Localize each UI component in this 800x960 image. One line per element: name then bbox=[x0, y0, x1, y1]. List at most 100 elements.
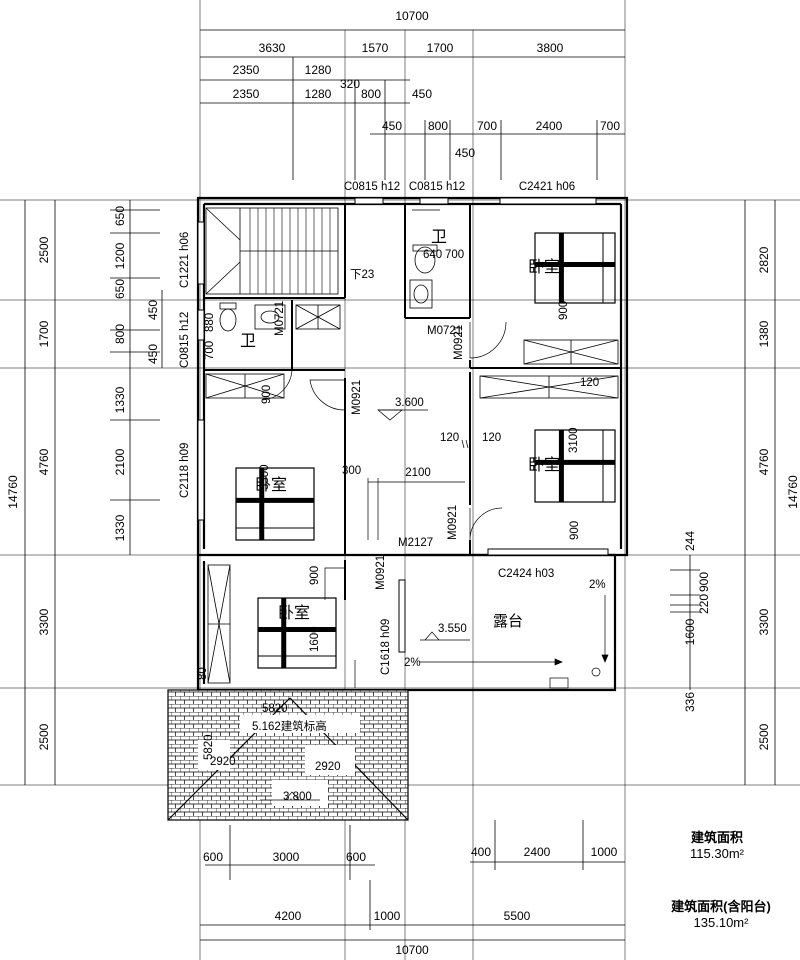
dim-label: 900 bbox=[309, 566, 321, 585]
dim-top-r4-1: 450 bbox=[382, 119, 402, 133]
slope-label: 2% bbox=[589, 579, 606, 591]
beds bbox=[235, 232, 616, 669]
dim-label: 80 bbox=[197, 667, 209, 680]
dim-right-outer: 2820 bbox=[757, 246, 771, 273]
dim-label: 120 bbox=[482, 432, 501, 444]
window-label: C0815 h12 bbox=[409, 181, 465, 193]
dim-label: 880 bbox=[204, 313, 216, 332]
dim-right-inner: 1600 bbox=[683, 618, 697, 645]
window-openings bbox=[197, 197, 609, 653]
dim-left-outer: 2500 bbox=[37, 723, 51, 750]
window-label: C1618 h09 bbox=[380, 619, 392, 675]
bed-icon bbox=[257, 597, 337, 669]
left-dimension-lines bbox=[24, 200, 163, 785]
bottom-dimension-lines bbox=[200, 820, 625, 941]
room-label-bedroom: 卧室 bbox=[278, 604, 310, 622]
dim-top-r1-2: 1570 bbox=[362, 41, 389, 55]
dim-left-inner: 650 bbox=[113, 279, 127, 299]
dim-top-r2-2: 1280 bbox=[305, 63, 332, 77]
dim-top-r4-5: 700 bbox=[600, 119, 620, 133]
bed-icon bbox=[235, 467, 315, 541]
dim-bottom-r2: 4200 bbox=[275, 909, 302, 923]
dim-bottom-r2: 1000 bbox=[374, 909, 401, 923]
dim-left-outer: 3300 bbox=[37, 608, 51, 635]
door-label: M2127 bbox=[398, 537, 433, 549]
dim-top-r1-1: 3630 bbox=[259, 41, 286, 55]
dim-left-minor: 450 bbox=[146, 300, 160, 320]
dim-top-r4-3: 700 bbox=[477, 119, 497, 133]
dim-label: 1600 bbox=[309, 626, 321, 652]
stair-down-label: 下23 bbox=[350, 269, 374, 281]
dim-left-inner: 450 bbox=[146, 344, 160, 364]
dim-right-outer: 4760 bbox=[757, 448, 771, 475]
dim-top-r3-1: 2350 bbox=[233, 87, 260, 101]
dim-label: 2100 bbox=[405, 467, 431, 479]
dim-label: 2920 bbox=[315, 761, 341, 773]
bed-icon bbox=[534, 429, 616, 503]
corridor-dims bbox=[367, 409, 469, 540]
dim-left-outer: 1700 bbox=[37, 320, 51, 347]
slope-label: 2% bbox=[404, 657, 421, 669]
dim-top-r4-2: 800 bbox=[428, 119, 448, 133]
dim-label: 300 bbox=[342, 465, 361, 477]
area-balcony-value: 135.10m² bbox=[693, 915, 749, 930]
dim-left-inner: 650 bbox=[113, 206, 127, 226]
door-label: M0921 bbox=[375, 555, 387, 590]
area-block: 建筑面积 115.30m² bbox=[662, 827, 772, 861]
dim-label: 900 bbox=[569, 521, 581, 540]
dim-label: 640 bbox=[423, 249, 442, 261]
dim-left-inner: 2100 bbox=[113, 448, 127, 475]
dim-right-inner: 244 bbox=[683, 531, 697, 551]
elevation-label: 3.550 bbox=[438, 623, 467, 635]
dim-top-r1-3: 1700 bbox=[427, 41, 454, 55]
dim-bottom-r2: 5500 bbox=[504, 909, 531, 923]
dim-left-outer: 4760 bbox=[37, 448, 51, 475]
dim-top-r2-1: 2350 bbox=[233, 63, 260, 77]
dim-top-r4-4: 2400 bbox=[536, 119, 563, 133]
dim-label: 2920 bbox=[210, 756, 236, 768]
closets bbox=[205, 339, 619, 684]
dim-right-outer: 2500 bbox=[757, 723, 771, 750]
window-label: C2421 h06 bbox=[519, 181, 575, 193]
stair bbox=[205, 207, 339, 295]
dim-left-inner: 1330 bbox=[113, 386, 127, 413]
dim-label: 120 bbox=[580, 377, 599, 389]
window-label: C0815 h12 bbox=[179, 312, 191, 368]
dim-label: 3100 bbox=[568, 427, 580, 453]
door-label: M0921 bbox=[351, 380, 363, 415]
dim-right-inner: 900 bbox=[697, 572, 711, 592]
roof-note: 5.162建筑标高 bbox=[252, 719, 327, 733]
area-balcony-block: 建筑面积(含阳台) 135.10m² bbox=[656, 896, 786, 930]
room-label-bath: 卫 bbox=[240, 333, 256, 350]
elevation-label: 3.800 bbox=[283, 791, 312, 803]
dim-bottom-r1: 600 bbox=[346, 850, 366, 864]
dim-top-r2-3: 320 bbox=[340, 77, 360, 91]
dim-top-r5-1: 450 bbox=[455, 146, 475, 160]
bath-upper-fixtures bbox=[409, 209, 440, 309]
window-label: C2424 h03 bbox=[498, 568, 554, 580]
dim-label: 120 bbox=[440, 432, 459, 444]
dim-label: 5820 bbox=[262, 703, 288, 715]
dim-left-inner: 800 bbox=[113, 324, 127, 344]
dim-top-r3-2: 1280 bbox=[305, 87, 332, 101]
dim-bottom-r1: 3000 bbox=[273, 850, 300, 864]
door-label: M0921 bbox=[447, 505, 459, 540]
dim-label: 700 bbox=[204, 341, 216, 360]
room-label-bath: 卫 bbox=[431, 229, 447, 246]
dim-left-inner: 1200 bbox=[113, 242, 127, 269]
dim-label: 5820 bbox=[203, 734, 215, 760]
dim-right-inner: 336 bbox=[683, 692, 697, 712]
right-dimension-lines bbox=[670, 200, 776, 785]
area-label: 建筑面积 bbox=[690, 830, 743, 845]
window-label: C0815 h12 bbox=[344, 181, 400, 193]
terrace-details bbox=[354, 595, 609, 689]
door-label: M0721 bbox=[427, 325, 462, 337]
bath-left-fixtures bbox=[219, 302, 341, 332]
dim-top-r1-4: 3800 bbox=[537, 41, 564, 55]
area-value: 115.30m² bbox=[690, 846, 744, 861]
dim-bottom-r1: 400 bbox=[471, 845, 491, 859]
dim-left-inner: 1330 bbox=[113, 514, 127, 541]
dim-right-inner: 220 bbox=[697, 594, 711, 614]
roof-canopy bbox=[167, 689, 409, 821]
